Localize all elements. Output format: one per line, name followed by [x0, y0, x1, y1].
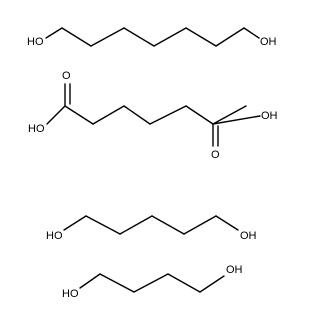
- hydroxyl-left-label: HO: [27, 36, 44, 48]
- bond: [185, 27, 217, 47]
- bond: [185, 105, 214, 125]
- hydroxyl-right-label: OH: [260, 36, 277, 48]
- bond: [123, 27, 155, 47]
- bond: [90, 27, 125, 47]
- hydroxyl-left-label: HO: [46, 230, 63, 242]
- chemical-structures-diagram: HO OH O HO OH O HO OH HO: [27, 27, 278, 300]
- hydroxyl-left-label: HO: [62, 288, 79, 300]
- bond: [99, 273, 135, 293]
- bond: [153, 27, 187, 47]
- bond: [212, 115, 261, 125]
- carbonyl-oxygen-bottom-label: O: [211, 149, 220, 161]
- bond: [45, 27, 63, 39]
- bond: [215, 27, 245, 47]
- bond: [151, 215, 185, 235]
- pentanediol-structure: HO OH: [46, 215, 257, 242]
- bond: [243, 27, 260, 39]
- bond: [119, 215, 153, 235]
- bond: [92, 105, 125, 125]
- bond: [123, 105, 151, 125]
- bond: [63, 215, 87, 231]
- bond: [133, 273, 169, 293]
- bond: [167, 273, 201, 293]
- bond: [79, 273, 101, 289]
- bond: [199, 275, 225, 293]
- bond: [183, 215, 217, 235]
- butanediol-structure: HO OH: [62, 264, 243, 300]
- hexanediol-structure: HO OH: [27, 27, 277, 48]
- bond: [149, 105, 187, 125]
- carbonyl-oxygen-top-label: O: [62, 70, 71, 82]
- hydroxyl-left-label: HO: [28, 123, 45, 135]
- bond: [61, 27, 92, 47]
- bond: [212, 105, 247, 125]
- bond: [215, 215, 239, 231]
- bond: [85, 215, 121, 235]
- hydroxyl-right-label: OH: [261, 110, 278, 122]
- bond: [46, 105, 66, 125]
- hydroxyl-right-label: OH: [240, 230, 257, 242]
- hydroxyl-right-label: OH: [226, 264, 243, 276]
- bond: [64, 105, 94, 125]
- adipic-acid-structure: O HO OH O: [28, 70, 278, 161]
